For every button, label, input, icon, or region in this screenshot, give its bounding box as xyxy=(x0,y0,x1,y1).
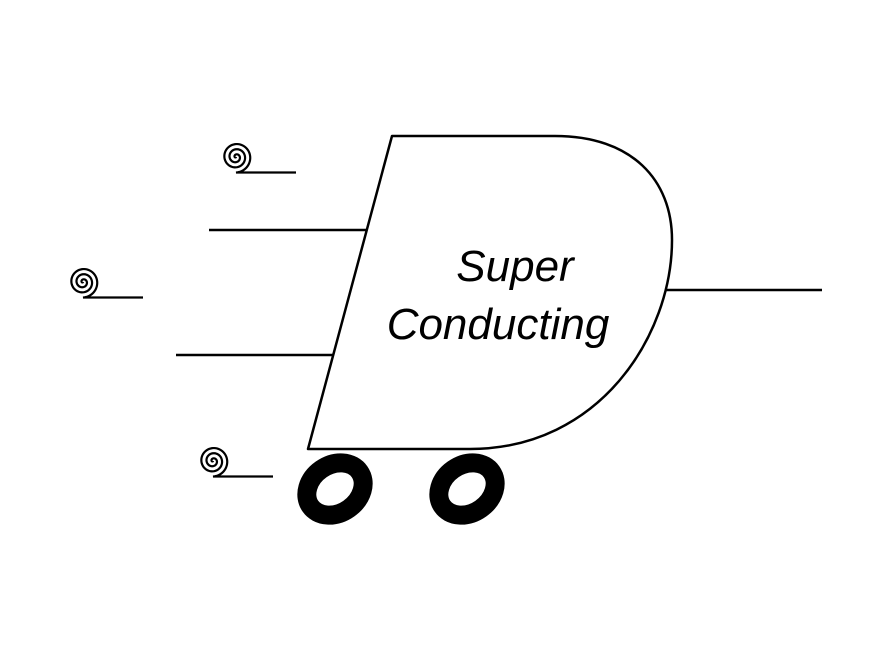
label-line-2: Conducting xyxy=(387,300,610,349)
wheel-left xyxy=(297,453,373,525)
wheel-right xyxy=(429,453,505,525)
swirl-icon xyxy=(223,142,296,174)
swirl-icon xyxy=(70,267,143,299)
label-line-1: Super xyxy=(456,242,576,291)
swirl-icon xyxy=(200,446,273,478)
gate-body xyxy=(306,134,674,451)
